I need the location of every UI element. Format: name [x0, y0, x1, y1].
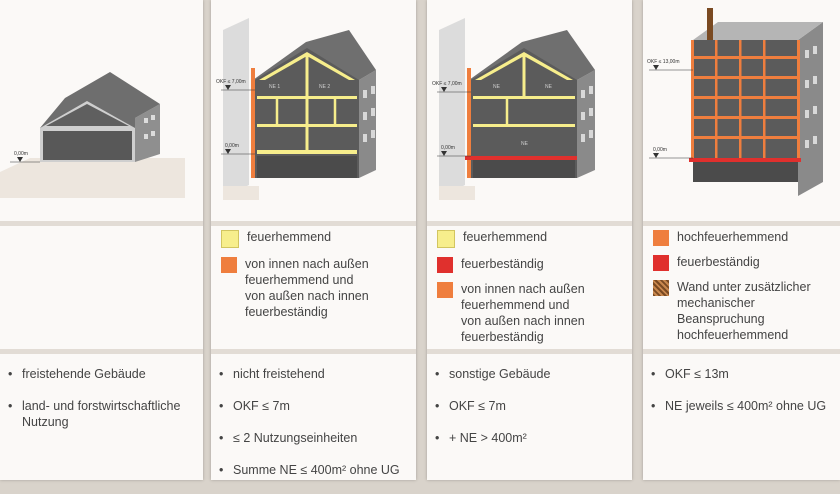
- legend-item: von innen nach außen feuerhemmend und vo…: [437, 281, 626, 345]
- criterion-item: + NE > 400m²: [435, 430, 632, 446]
- red-swatch-icon: [653, 255, 669, 271]
- legend-column-3: feuerhemmend feuerbeständig von innen na…: [427, 229, 632, 353]
- orange-swatch-icon: [653, 230, 669, 246]
- brown-hatched-swatch-icon: [653, 280, 669, 296]
- ne-label-3b: NE: [545, 84, 553, 90]
- legend-text: von innen nach außen feuerhemmend und vo…: [245, 257, 369, 319]
- column-sonstige-gebaeude: NE NE NE OKF ≤ 7,00m 0,00m feuerhemmend …: [427, 0, 632, 480]
- criteria-column-2: nicht freistehend OKF ≤ 7m ≤ 2 Nutzungse…: [211, 366, 416, 494]
- legend-column-2: feuerhemmend von innen nach außen feuerh…: [211, 229, 416, 328]
- ne-label-3a: NE: [493, 84, 501, 90]
- ne1-label: NE 1: [269, 84, 280, 90]
- section-divider: [427, 221, 632, 226]
- criterion-item: NE jeweils ≤ 400m² ohne UG: [651, 398, 840, 414]
- legend-item: von innen nach außen feuerhemmend und vo…: [221, 256, 410, 320]
- legend-text: Wand unter zusätzlicher mechanischer Bea…: [677, 280, 811, 342]
- column-freistehend: 0,00m freistehende Gebäude land- und for…: [0, 0, 203, 480]
- yellow-swatch-icon: [221, 230, 239, 248]
- legend-item: hochfeuerhemmend: [653, 229, 834, 246]
- orange-swatch-icon: [437, 282, 453, 298]
- illustration-other-building: NE NE NE OKF ≤ 7,00m 0,00m: [427, 0, 632, 220]
- criterion-item: ≤ 2 Nutzungseinheiten: [219, 430, 416, 446]
- diagram-root: 0,00m freistehende Gebäude land- und for…: [0, 0, 840, 480]
- yellow-swatch-icon: [437, 230, 455, 248]
- legend-text: von innen nach außen feuerhemmend und vo…: [461, 282, 585, 344]
- section-divider: [0, 349, 203, 354]
- criterion-item: sonstige Gebäude: [435, 366, 632, 382]
- criterion-item: nicht freistehend: [219, 366, 416, 382]
- criterion-item: land- und forstwirtschaftliche Nutzung: [8, 398, 203, 430]
- criterion-item: OKF ≤ 13m: [651, 366, 840, 382]
- column-okf-13m: OKF ≤ 13,00m 0,00m hochfeuerhemmend feue…: [643, 0, 840, 480]
- level-zero-label-2: 0,00m: [225, 143, 239, 149]
- legend-item: feuerhemmend: [437, 229, 626, 248]
- level-zero-label-3: 0,00m: [441, 145, 455, 151]
- level-zero-label-1: 0,00m: [14, 151, 28, 157]
- criterion-item: OKF ≤ 7m: [219, 398, 416, 414]
- column-nicht-freistehend: NE 1 NE 2 OKF ≤ 7,00m 0,00m feuerhemmend…: [211, 0, 416, 480]
- ne-label-3c: NE: [521, 141, 529, 147]
- section-divider: [211, 349, 416, 354]
- legend-text: feuerhemmend: [463, 230, 548, 244]
- section-divider: [211, 221, 416, 226]
- section-divider: [643, 221, 840, 226]
- legend-item: feuerhemmend: [221, 229, 410, 248]
- legend-text: feuerbeständig: [677, 255, 760, 269]
- section-divider: [643, 349, 840, 354]
- tall-building-grid: [691, 40, 800, 160]
- legend-text: feuerhemmend: [247, 230, 332, 244]
- legend-item: feuerbeständig: [653, 254, 834, 271]
- criteria-column-1: freistehende Gebäude land- und forstwirt…: [0, 366, 203, 446]
- legend-column-4: hochfeuerhemmend feuerbeständig Wand unt…: [643, 229, 840, 351]
- section-divider: [0, 221, 203, 226]
- criterion-item: Summe NE ≤ 400m² ohne UG: [219, 462, 416, 478]
- criteria-column-4: OKF ≤ 13m NE jeweils ≤ 400m² ohne UG: [643, 366, 840, 430]
- criterion-item: freistehende Gebäude: [8, 366, 203, 382]
- ne2-label: NE 2: [319, 84, 330, 90]
- legend-item: Wand unter zusätzlicher mechanischer Bea…: [653, 279, 834, 343]
- illustration-row-house: NE 1 NE 2 OKF ≤ 7,00m 0,00m: [211, 0, 416, 220]
- illustration-tall-building: OKF ≤ 13,00m 0,00m: [643, 0, 840, 220]
- legend-item: feuerbeständig: [437, 256, 626, 273]
- legend-text: hochfeuerhemmend: [677, 230, 789, 244]
- okf-7-label-2: OKF ≤ 7,00m: [216, 79, 246, 85]
- legend-text: feuerbeständig: [461, 257, 544, 271]
- level-zero-label-4: 0,00m: [653, 147, 667, 153]
- orange-swatch-icon: [221, 257, 237, 273]
- illustration-single-house: 0,00m: [0, 0, 203, 220]
- criteria-column-3: sonstige Gebäude OKF ≤ 7m + NE > 400m²: [427, 366, 632, 462]
- okf-13-label-4: OKF ≤ 13,00m: [647, 59, 679, 65]
- section-divider: [427, 349, 632, 354]
- criterion-item: OKF ≤ 7m: [435, 398, 632, 414]
- okf-7-label-3: OKF ≤ 7,00m: [432, 81, 462, 87]
- red-swatch-icon: [437, 257, 453, 273]
